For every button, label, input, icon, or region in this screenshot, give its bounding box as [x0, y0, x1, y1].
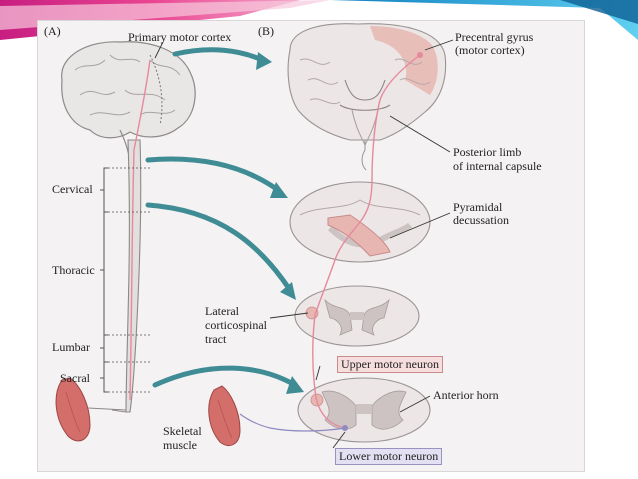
label-decussation: decussation — [453, 213, 509, 227]
skeletal-muscle-left — [55, 377, 127, 442]
label-precentral-gyrus: Precentral gyrus — [455, 30, 534, 44]
upper-motor-neuron-path — [312, 54, 421, 429]
label-muscle: muscle — [163, 438, 197, 452]
lower-motor-neuron-path — [239, 413, 346, 432]
label-thoracic: Thoracic — [52, 263, 95, 277]
label-motor-cortex: (motor cortex) — [455, 43, 525, 57]
label-lower-motor-neuron: Lower motor neuron — [335, 448, 443, 465]
panel-label-a: (A) — [44, 24, 61, 38]
connector-arrows — [145, 47, 298, 388]
level-brackets — [100, 167, 108, 393]
label-anterior-horn: Anterior horn — [433, 388, 499, 402]
coronal-brain-section — [287, 23, 447, 171]
spinal-cord-illustration — [111, 59, 151, 413]
label-lateral: Lateral — [205, 304, 239, 318]
brain-illustration — [61, 41, 196, 161]
label-primary-motor-cortex: Primary motor cortex — [128, 30, 232, 44]
cervical-cord-section — [294, 285, 420, 347]
label-skeletal: Skeletal — [163, 424, 202, 438]
label-lumbar: Lumbar — [52, 340, 90, 354]
label-sacral: Sacral — [60, 371, 90, 385]
label-posterior-limb: Posterior limb — [453, 145, 522, 159]
skeletal-muscle-right — [208, 385, 241, 446]
label-pyramidal: Pyramidal — [453, 200, 503, 214]
panel-label-b: (B) — [258, 24, 274, 38]
label-upper-motor-neuron: Upper motor neuron — [337, 356, 443, 373]
label-tract: tract — [205, 332, 227, 346]
leader-lines — [154, 39, 454, 449]
label-corticospinal: corticospinal — [205, 318, 267, 332]
label-internal-capsule: of internal capsule — [453, 159, 542, 173]
lumbar-cord-section — [297, 377, 431, 443]
label-cervical: Cervical — [52, 182, 93, 196]
